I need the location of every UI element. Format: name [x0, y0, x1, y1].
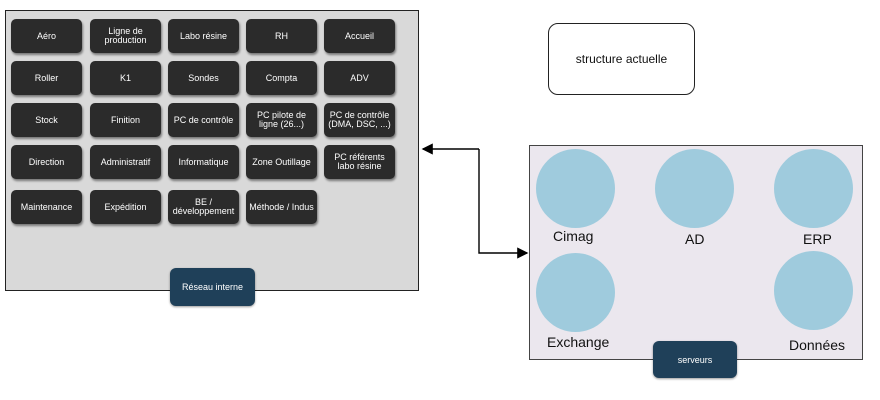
server-label-donnees: Données — [789, 337, 846, 353]
dept-adv[interactable]: ADV — [324, 61, 395, 95]
dept-finition[interactable]: Finition — [90, 103, 161, 137]
servers-tag[interactable]: serveurs — [653, 341, 737, 378]
dept-sondes[interactable]: Sondes — [168, 61, 239, 95]
server-ad-circle[interactable] — [655, 149, 734, 228]
dept-maintenance[interactable]: Maintenance — [11, 190, 82, 224]
server-label-erp: ERP — [803, 231, 832, 247]
structure-title-box: structure actuelle — [548, 23, 695, 95]
internal-network-tag[interactable]: Réseau interne — [170, 268, 255, 306]
dept-pc-referents-labo-resine[interactable]: PC référents labo résine — [324, 145, 395, 179]
dept-administratif[interactable]: Administratif — [90, 145, 161, 179]
dept-pc-de-controle[interactable]: PC de contrôle — [168, 103, 239, 137]
dept-accueil[interactable]: Accueil — [324, 19, 395, 53]
dept-zone-outillage[interactable]: Zone Outillage — [246, 145, 317, 179]
server-exchange-circle[interactable] — [536, 253, 615, 332]
dept-k1[interactable]: K1 — [90, 61, 161, 95]
dept-ligne-de-production[interactable]: Ligne de production — [90, 19, 161, 53]
server-label-exchange: Exchange — [547, 334, 610, 350]
dept-stock[interactable]: Stock — [11, 103, 82, 137]
dept-labo-resine[interactable]: Labo résine — [168, 19, 239, 53]
dept-compta[interactable]: Compta — [246, 61, 317, 95]
server-label-ad: AD — [685, 231, 705, 247]
dept-methode-indus[interactable]: Méthode / Indus — [246, 190, 317, 224]
server-cimag-circle[interactable] — [536, 149, 615, 228]
server-label-cimag: Cimag — [553, 228, 594, 244]
dept-pc-pilote-de-ligne[interactable]: PC pilote de ligne (26...) — [246, 103, 317, 137]
dept-roller[interactable]: Roller — [11, 61, 82, 95]
dept-direction[interactable]: Direction — [11, 145, 82, 179]
dept-rh[interactable]: RH — [246, 19, 317, 53]
dept-be-developpement[interactable]: BE / développement — [168, 190, 239, 224]
dept-aero[interactable]: Aéro — [11, 19, 82, 53]
dept-pc-de-controle-dma[interactable]: PC de contrôle (DMA, DSC, ...) — [324, 103, 395, 137]
dept-expedition[interactable]: Expédition — [90, 190, 161, 224]
server-erp-circle[interactable] — [774, 149, 853, 228]
dept-informatique[interactable]: Informatique — [168, 145, 239, 179]
server-donnees-circle[interactable] — [774, 251, 853, 330]
